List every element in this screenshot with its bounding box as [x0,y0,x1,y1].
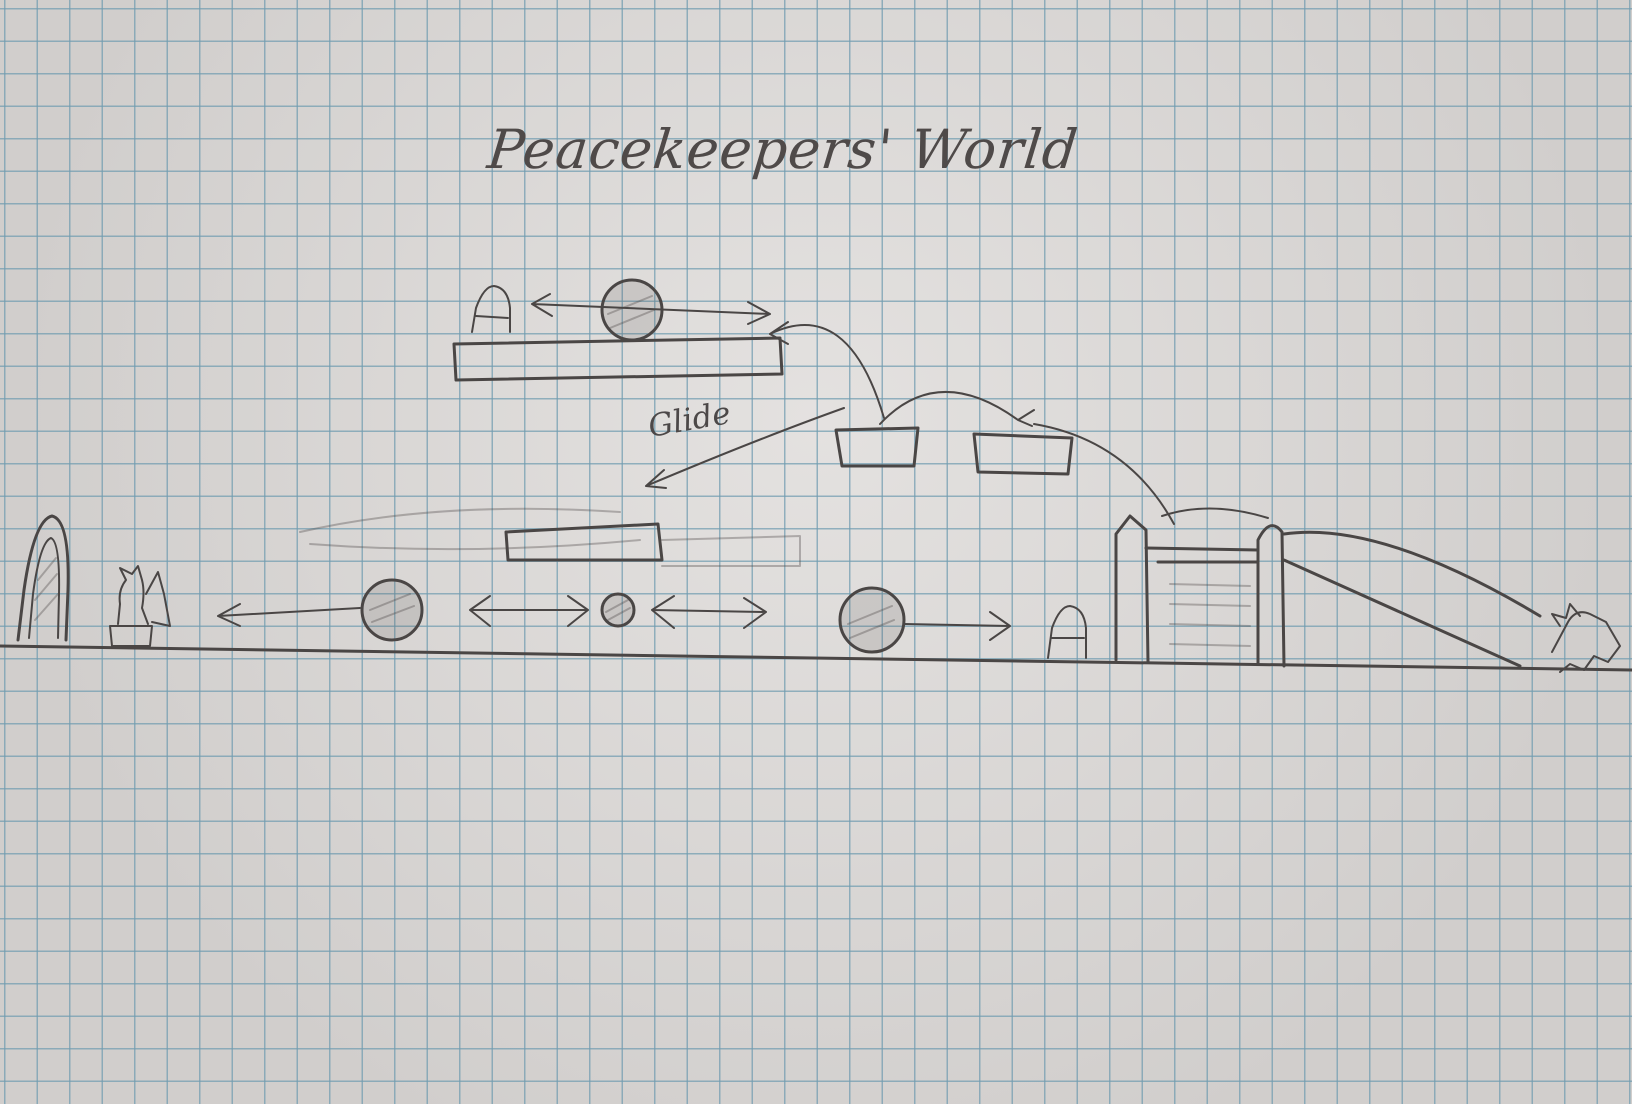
ramp [1284,532,1540,666]
jump-arc-left [770,322,884,418]
gate-shading [1170,584,1250,646]
portal-door [18,516,68,640]
gate-right-post [1258,526,1284,666]
ground-arrow-2 [470,596,588,626]
step-platform-2 [974,434,1072,474]
ground-checkpoint [1048,606,1086,658]
right-creature [1552,604,1620,672]
jump-arc-middle [880,392,1034,426]
ground-arrow-3 [652,596,766,628]
step-platform-1 [836,428,918,466]
ground-line [0,646,1632,670]
gate-left-post [1116,516,1148,662]
gate-top-beam [1146,548,1258,562]
lower-platform-shadow [300,509,800,566]
upper-checkpoint [472,286,510,332]
glide-arrow [646,408,844,488]
upper-platform [454,338,782,380]
ground-arrow-1 [218,604,360,626]
gate-top-arc [1162,508,1268,518]
ground-ball-2 [602,594,634,626]
left-creature [118,566,170,626]
lower-platform [506,524,662,560]
ground-arrow-4 [904,612,1010,640]
left-pedestal [110,626,152,646]
